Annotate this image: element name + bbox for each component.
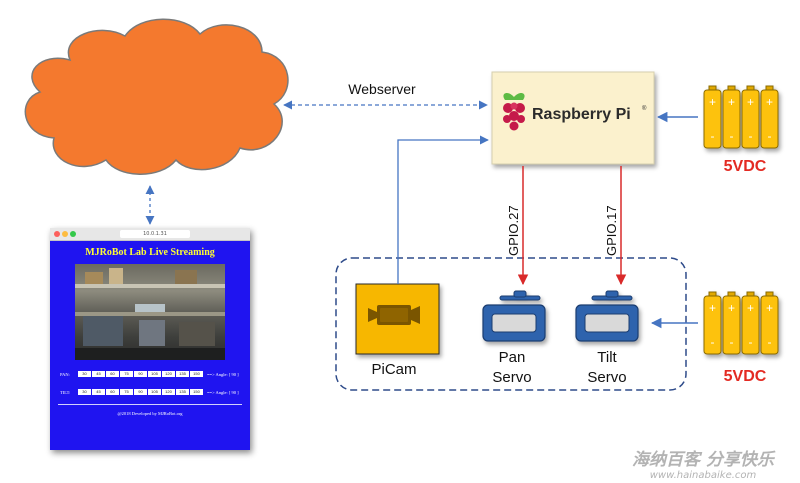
power-label-bottom: 5VDC [724,368,767,385]
close-dot-icon [54,231,60,237]
battery-pack-top-icon: + - + - + - + - [703,85,779,149]
minimize-dot-icon [62,231,68,237]
cloud-icon [24,18,289,175]
battery-cell [722,89,741,149]
tilt-btn-45[interactable]: 45 [92,389,105,395]
raspberry-pi-label: Raspberry Pi [532,106,631,123]
battery-cell [760,295,779,355]
pan-servo-label-line1: Pan [499,349,526,366]
watermark-url: www.hainabaike.com [650,470,757,481]
pan-btn-30[interactable]: 30 [78,371,91,377]
tilt-btn-120[interactable]: 120 [162,389,175,395]
battery-minus-sign: - [711,129,715,143]
pan-btn-135[interactable]: 135 [176,371,189,377]
tilt-btn-90[interactable]: 90 [134,389,147,395]
webserver-label: Webserver [348,81,416,97]
watermark: 海纳百客 分享快乐 www.hainabaike.com [632,450,776,481]
tilt-label: TILT: [60,389,71,395]
battery-plus-sign: + [766,95,773,109]
battery-plus-sign: + [747,301,754,315]
pan-btn-105[interactable]: 105 [148,371,161,377]
camera-stream-image [75,264,225,360]
battery-minus-sign: - [730,129,734,143]
tilt-btn-150[interactable]: 150 [190,389,203,395]
camera-icon [368,305,420,325]
battery-plus-sign: + [709,301,716,315]
pan-label: PAN: [60,371,70,377]
pan-tilt-enclosure [335,257,687,391]
zoom-dot-icon [70,231,76,237]
battery-cell [703,295,722,355]
picam-to-pi-arrow [397,135,489,284]
pan-servo-icon [482,290,546,342]
raspberry-pi-logo-icon [503,93,525,131]
battery-minus-sign: - [768,129,772,143]
battery-plus-sign: + [728,95,735,109]
pan-btn-120[interactable]: 120 [162,371,175,377]
watermark-cn: 海纳百客 分享快乐 [632,450,776,470]
battery-minus-sign: - [711,335,715,349]
tilt-servo-label-line2: Servo [587,369,626,386]
battery-plus-sign: + [766,301,773,315]
battery-minus-sign: - [768,335,772,349]
battery-cell [741,295,760,355]
pan-btn-45[interactable]: 45 [92,371,105,377]
power-label-top: 5VDC [724,158,767,175]
battery-minus-sign: - [730,335,734,349]
tilt-btn-105[interactable]: 105 [148,389,161,395]
browser-toolbar: 10.0.1.31 [50,228,250,241]
gpio-pan-label: GPIO.27 [506,205,521,256]
pan-btn-150[interactable]: 150 [190,371,203,377]
pan-angle: ==> Angle: [ 90 ] [207,371,239,377]
battery-cell [760,89,779,149]
pan-btn-90[interactable]: 90 [134,371,147,377]
gpio-tilt-label: GPIO.17 [604,205,619,256]
tilt-angle: ==> Angle: [ 90 ] [207,389,239,395]
footer-text: @2018 Developed by MJRoBot.org [117,411,183,416]
tilt-btn-60[interactable]: 60 [106,389,119,395]
battery-cell [741,89,760,149]
tilt-btn-30[interactable]: 30 [78,389,91,395]
tilt-controls: TILT: 30 45 60 75 90 105 120 135 150 ==>… [60,386,250,398]
picam-label: PiCam [371,361,416,378]
battery-pack-bottom-icon: + - + - + - + - [703,291,779,355]
tilt-servo-icon [575,290,639,342]
tilt-btn-75[interactable]: 75 [120,389,133,395]
battery-plus-sign: + [747,95,754,109]
tilt-servo-label-line1: Tilt [597,349,617,366]
battery-cell [703,89,722,149]
battery-cell [722,295,741,355]
pan-servo-label-line2: Servo [492,369,531,386]
browser-url: 10.0.1.31 [120,230,190,238]
pan-btn-60[interactable]: 60 [106,371,119,377]
pan-btn-75[interactable]: 75 [120,371,133,377]
battery-minus-sign: - [749,129,753,143]
raspberry-pi-mark: ® [642,105,647,112]
browser-window: 10.0.1.31 MJRoBot Lab Live Streaming PAN… [50,228,250,450]
footer-divider [58,404,242,405]
battery-plus-sign: + [709,95,716,109]
battery-minus-sign: - [749,335,753,349]
battery-plus-sign: + [728,301,735,315]
stream-title: MJRoBot Lab Live Streaming [85,247,215,258]
pan-controls: PAN: 30 45 60 75 90 105 120 135 150 ==> … [60,368,250,380]
tilt-btn-135[interactable]: 135 [176,389,189,395]
